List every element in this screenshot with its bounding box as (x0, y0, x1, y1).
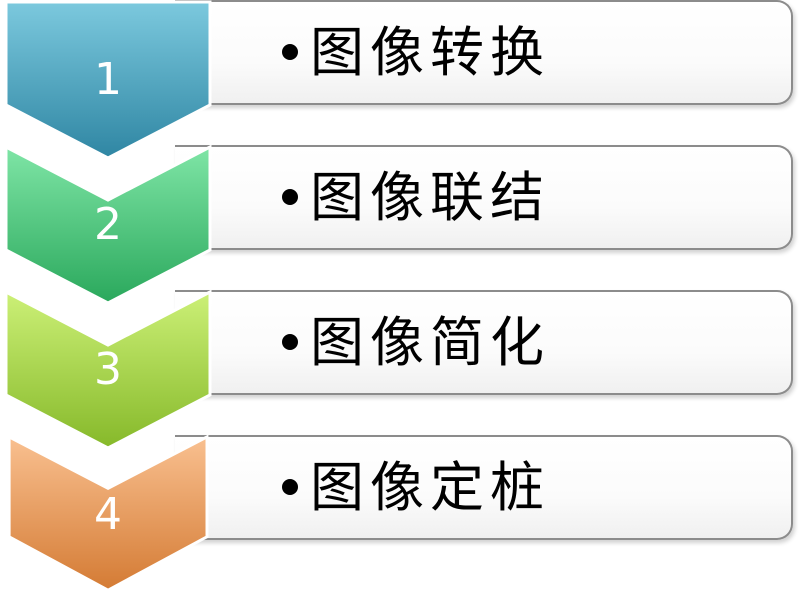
step-4-chevron (7, 434, 209, 592)
step-1-text-box (175, 0, 793, 105)
step-2-bullet-icon (282, 189, 298, 205)
step-1-chevron-shape (4, 0, 212, 160)
step-3: 图像简化 3 (0, 289, 800, 450)
step-3-label: 图像简化 (310, 311, 550, 374)
step-1: 图像转换 1 (0, 0, 800, 160)
step-3-chevron-shape (4, 289, 212, 450)
step-4: 图像定桩 4 (0, 434, 800, 595)
step-4-chevron-shape (7, 434, 209, 592)
step-4-text-box (175, 435, 793, 540)
step-3-text-box (175, 290, 793, 395)
step-1-number: 1 (94, 54, 122, 105)
step-2-label: 图像联结 (310, 166, 550, 229)
step-2-chevron (4, 144, 212, 305)
step-1-label: 图像转换 (310, 21, 550, 84)
step-2-chevron-shape (4, 144, 212, 305)
step-4-bullet-icon (282, 479, 298, 495)
step-2: 图像联结 2 (0, 144, 800, 305)
step-3-bullet-icon (282, 334, 298, 350)
step-3-number: 3 (94, 344, 122, 395)
step-1-bullet-icon (282, 44, 298, 60)
step-4-label: 图像定桩 (310, 456, 550, 519)
step-4-number: 4 (94, 489, 122, 540)
step-2-number: 2 (94, 199, 122, 250)
step-2-text-box (175, 145, 793, 250)
step-1-chevron (4, 0, 212, 160)
step-3-chevron (4, 289, 212, 450)
